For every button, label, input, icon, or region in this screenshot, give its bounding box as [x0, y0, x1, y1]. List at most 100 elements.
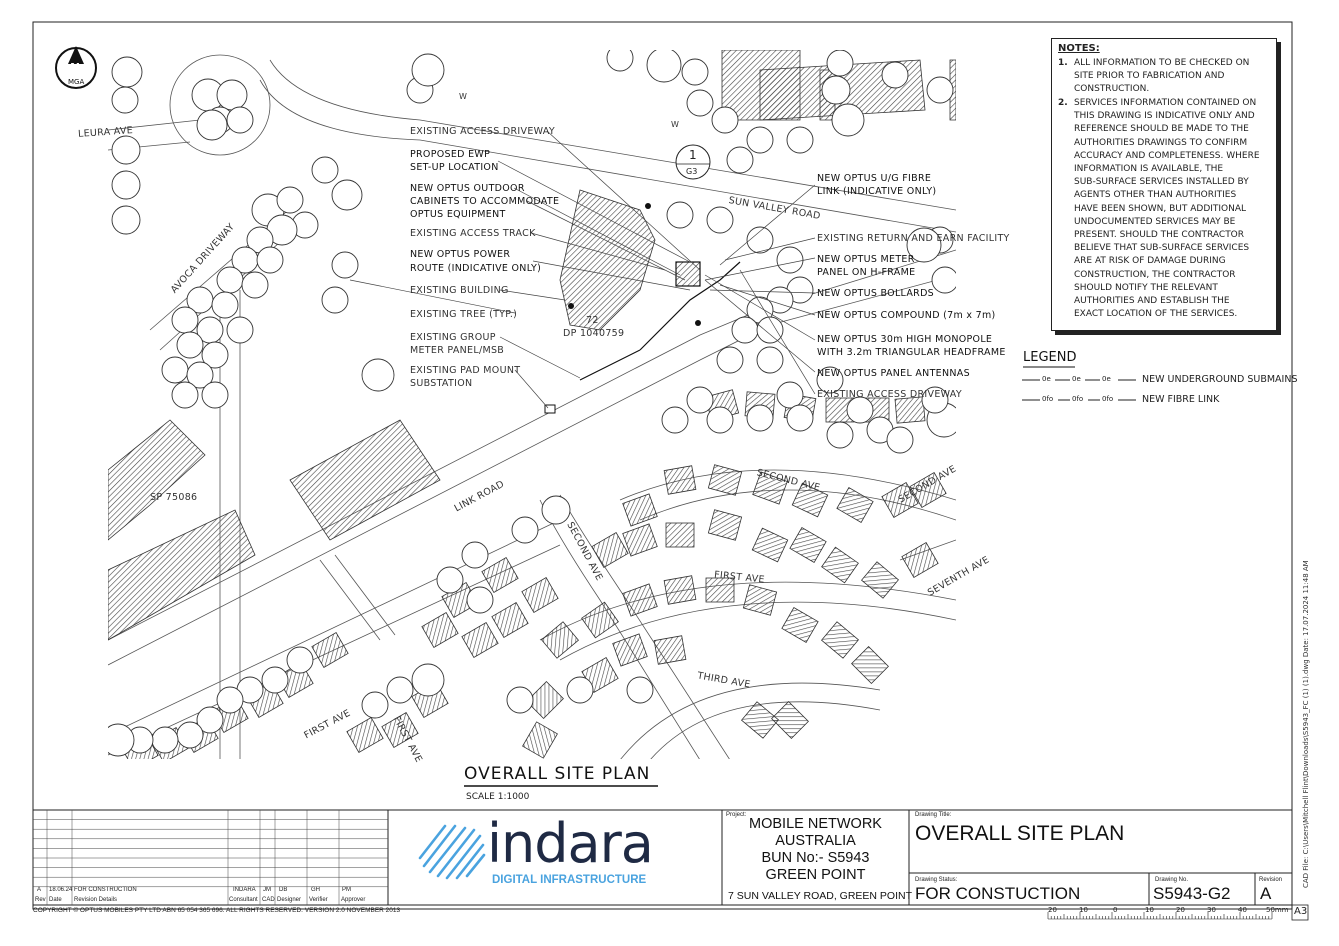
scale-tick-label: 10	[1079, 906, 1088, 914]
plan-label-right: NEW OPTUS U/G FIBRE	[817, 173, 932, 184]
tree-icon	[606, 50, 634, 72]
tree-icon	[361, 691, 389, 719]
drawing-status: FOR CONSTUCTION	[915, 884, 1081, 903]
tree-icon	[151, 726, 179, 754]
house-block	[521, 577, 559, 613]
approver-header: Approver	[341, 897, 366, 903]
project-line-4: GREEN POINT	[765, 867, 866, 883]
existing-trees	[108, 50, 956, 757]
tree-icon	[201, 341, 229, 369]
north-arrow-sub: MGA	[68, 78, 85, 86]
title-block-frame	[32, 809, 1293, 906]
tree-icon	[746, 126, 774, 154]
tree-icon	[331, 251, 359, 279]
house-block	[581, 601, 619, 639]
plan-label-right: PANEL ON H-FRAME	[817, 267, 916, 278]
legend-code-1b: 0e	[1072, 375, 1081, 383]
tree-icon	[756, 316, 784, 344]
house-block	[526, 681, 564, 719]
house-block	[421, 612, 459, 648]
house-block	[881, 482, 919, 518]
cad-header: CAD	[262, 897, 275, 903]
scale-tick-label: 20	[1176, 906, 1185, 914]
tree-icon	[541, 495, 571, 525]
legend-code-2c: 0fo	[1102, 395, 1114, 403]
designer-header: Designer	[277, 897, 302, 903]
plan-label-left: EXISTING ACCESS TRACK	[410, 228, 536, 239]
tree-icon	[931, 266, 956, 294]
legend-code-2: 0fo	[1042, 395, 1054, 403]
tree-icon	[111, 170, 141, 200]
tree-icon	[886, 426, 914, 454]
plan-label-left: EXISTING ACCESS DRIVEWAY	[410, 126, 555, 137]
tree-icon	[706, 406, 734, 434]
site-address: 7 SUN VALLEY ROAD, GREEN POINT	[728, 890, 912, 902]
tree-icon	[411, 663, 445, 697]
tree-icon	[816, 366, 844, 394]
north-arrow-letter: N	[70, 61, 81, 75]
tree-icon	[311, 156, 339, 184]
house-blocks	[121, 389, 947, 759]
plan-label-right: WITH 3.2m TRIANGULAR HEADFRAME	[817, 347, 1006, 358]
project-line-2: AUSTRALIA	[775, 833, 856, 849]
legend-lines	[1022, 379, 1136, 401]
tree-icon	[161, 356, 189, 384]
legend-code-1: 0e	[1042, 375, 1051, 383]
tree-icon	[776, 381, 804, 409]
strata-label: SP 75086	[150, 492, 198, 503]
note-2: 2. SERVICES INFORMATION CONTAINED ON THI…	[1058, 98, 1260, 320]
tree-icon	[386, 676, 414, 704]
tree-icon	[186, 361, 214, 389]
rev-cad-value: JM	[263, 887, 271, 893]
house-block	[771, 701, 809, 739]
map-area	[108, 50, 956, 759]
house-block	[622, 493, 658, 527]
rev-consultant-value: INDARA	[233, 887, 256, 893]
notes-box: NOTES: 1. ALL INFORMATION TO BE CHECKED …	[1051, 38, 1277, 331]
house-block	[522, 721, 558, 759]
house-block	[381, 712, 419, 748]
house-block	[653, 635, 687, 665]
tree-icon	[321, 286, 349, 314]
drawing-title: OVERALL SITE PLAN	[915, 822, 1125, 845]
plan-label-right: NEW OPTUS BOLLARDS	[817, 288, 935, 299]
tree-icon	[201, 381, 229, 409]
scale-tick-label: 20	[1048, 906, 1057, 914]
plan-label-left: NEW OPTUS OUTDOOR	[410, 183, 525, 194]
tree-icon	[361, 358, 395, 392]
optus-compound	[544, 203, 741, 414]
house-block	[311, 632, 349, 668]
house-block	[622, 523, 658, 557]
tree-icon	[196, 109, 228, 141]
rev-value: A	[37, 887, 42, 893]
plan-label-right: NEW OPTUS PANEL ANTENNAS	[817, 368, 970, 379]
consultant-header: Consultant	[229, 897, 258, 903]
tree-icon	[661, 406, 689, 434]
tree-icon	[111, 56, 143, 88]
tree-icon	[786, 404, 814, 432]
tree-icon	[511, 516, 539, 544]
tree-icon	[906, 227, 942, 263]
scale-tick-label: 10	[1145, 906, 1154, 914]
house-block	[491, 602, 529, 638]
tree-icon	[746, 226, 774, 254]
scale-tick-label: 40	[1238, 906, 1247, 914]
lot-label: 72	[586, 315, 599, 326]
legend-code-2b: 0fo	[1072, 395, 1084, 403]
copyright: COPYRIGHT © OPTUS MOBILES PTY LTD ABN 65…	[33, 907, 401, 914]
house-block	[622, 583, 658, 617]
notes-title: NOTES:	[1058, 43, 1100, 54]
plan-label-left: EXISTING GROUP	[410, 332, 496, 343]
scale-tick-label: 0	[1113, 906, 1118, 914]
drawing-status-label: Drawing Status:	[915, 877, 958, 883]
tree-icon	[566, 676, 594, 704]
legend-title: LEGEND	[1023, 350, 1077, 365]
sheet-size: A3	[1294, 906, 1308, 917]
tree-icon	[711, 106, 739, 134]
tree-icon	[111, 86, 139, 114]
house-block	[707, 509, 743, 541]
tree-icon	[331, 179, 363, 211]
cad-file-info: CAD File: C:\Users\Mitchell Flint\Downlo…	[1302, 560, 1310, 888]
house-block	[836, 487, 874, 523]
